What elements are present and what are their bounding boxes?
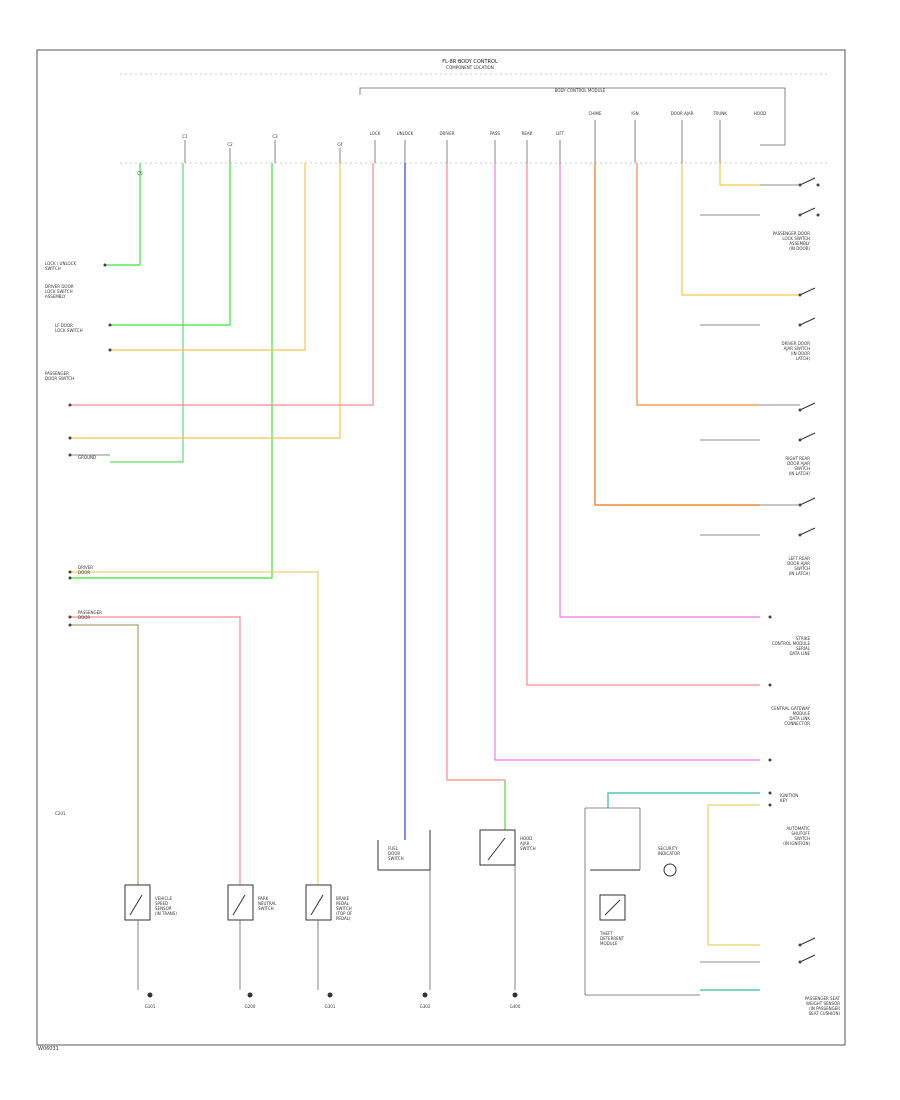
diagram-subtitle: COMPONENT LOCATION	[446, 65, 493, 70]
wire-pink-2	[70, 616, 241, 885]
wire-yellow-3	[70, 571, 319, 885]
module-top-label: BODY CONTROL MODULE	[555, 88, 606, 93]
module-top-bracket	[359, 87, 786, 146]
svg-text:G101: G101	[145, 1004, 156, 1009]
bcm-pin-labels: LOCK UNLOCK DRIVER PASS REAR LIFT CHIME …	[370, 111, 767, 136]
wire-yellow-6	[707, 804, 760, 946]
connector-labels: C1 C2 C3 C4 C5	[137, 134, 343, 176]
wire-pink-3	[446, 163, 506, 830]
gray-stubs	[70, 214, 760, 996]
wire-orange-1	[594, 163, 760, 506]
ground-g3: G301	[325, 992, 336, 1009]
svg-text:G301: G301	[325, 1004, 336, 1009]
ground-g4: G302	[420, 992, 431, 1009]
svg-text:UNLOCK: UNLOCK	[397, 131, 414, 136]
wire-yellow-2	[70, 163, 341, 439]
page-id-label: W06031	[38, 1046, 59, 1052]
ground-g2: G200	[245, 992, 256, 1009]
wire-magenta-1	[494, 163, 760, 761]
svg-text:C3: C3	[272, 134, 278, 139]
svg-text:TRUNK: TRUNK	[712, 111, 727, 116]
right-switches	[760, 177, 820, 964]
wire-orange-2	[636, 163, 760, 406]
wire-green-3	[110, 163, 231, 326]
wire-magenta-2	[559, 163, 760, 618]
bottom-wires	[137, 865, 516, 990]
diagram-frame	[36, 49, 846, 1046]
wire-yellow-1	[110, 163, 306, 351]
left-label-8: C201	[55, 811, 66, 816]
ground-g1: G101	[145, 992, 156, 1009]
svg-text:C2: C2	[227, 142, 233, 147]
svg-text:G302: G302	[420, 1004, 431, 1009]
diagram-title: FL-8R BODY CONTROL	[442, 59, 498, 65]
svg-text:DOOR AJAR: DOOR AJAR	[671, 111, 694, 116]
svg-text:DRIVER: DRIVER	[439, 131, 454, 136]
svg-text:CHIME: CHIME	[589, 111, 602, 116]
svg-text:C4: C4	[337, 142, 343, 147]
wire-teal-1	[607, 792, 760, 808]
wire-green-1	[105, 163, 141, 266]
left-connectors	[68, 263, 112, 627]
svg-text:LOCK: LOCK	[370, 131, 381, 136]
wire-olive-1	[70, 624, 139, 885]
svg-text:HOOD: HOOD	[754, 111, 766, 116]
bcm-top-pins	[184, 120, 721, 163]
wire-green-4	[70, 163, 273, 579]
svg-text:LIFT: LIFT	[556, 131, 565, 136]
left-label-5: GROUND	[78, 455, 96, 460]
wire-pink-1	[70, 163, 374, 406]
ground-g5: G400	[510, 992, 521, 1009]
svg-text:C5: C5	[137, 171, 143, 176]
svg-text:G400: G400	[510, 1004, 521, 1009]
wire-pink-4	[526, 163, 760, 686]
wire-green-2	[110, 163, 184, 463]
svg-text:C1: C1	[182, 134, 188, 139]
wire-yellow-5	[719, 163, 760, 186]
svg-text:PASS: PASS	[490, 131, 500, 136]
bottom-switches	[124, 829, 677, 921]
svg-text:G200: G200	[245, 1004, 256, 1009]
svg-text:IGN: IGN	[631, 111, 638, 116]
svg-text:REAR: REAR	[522, 131, 533, 136]
wire-yellow-4	[681, 163, 800, 296]
